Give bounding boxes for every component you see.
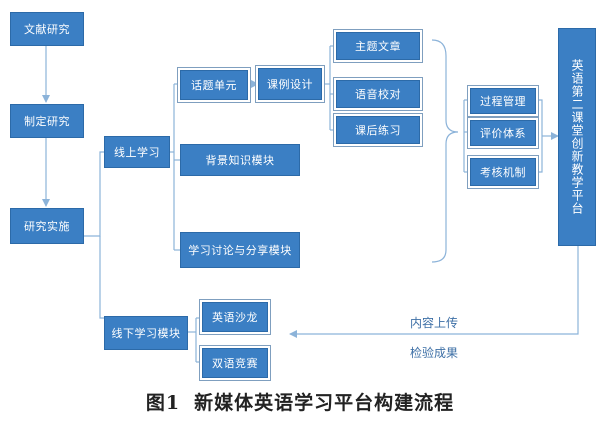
node-assessment-mechanism: 考核机制 xyxy=(470,158,536,186)
edge-mgmt-out xyxy=(536,99,543,173)
node-online-learning: 线上学习 xyxy=(104,136,170,168)
node-discussion-module: 学习讨论与分享模块 xyxy=(180,232,300,268)
node-case-design: 课例设计 xyxy=(258,68,322,100)
node-theme-article: 主题文章 xyxy=(336,32,420,60)
edge-big-bracket xyxy=(431,39,459,263)
label-test-results: 检验成果 xyxy=(410,346,459,360)
node-english-salon: 英语沙龙 xyxy=(202,302,268,332)
edge-to-offline xyxy=(99,312,104,319)
edge-platform-loop xyxy=(289,246,579,338)
node-pronunciation: 语音校对 xyxy=(336,80,420,108)
node-evaluation-system: 评价体系 xyxy=(470,120,536,146)
figure-number: 图1 xyxy=(145,392,181,414)
label-content-upload: 内容上传 xyxy=(410,316,459,330)
node-bilingual-contest: 双语竞赛 xyxy=(202,348,268,378)
node-implement-study: 研究实施 xyxy=(10,208,84,244)
node-offline-module: 线下学习模块 xyxy=(104,316,188,350)
node-topic-unit: 话题单元 xyxy=(180,70,248,100)
node-platform: 英语第二课堂创新教学平台 xyxy=(558,28,596,246)
edge-implement-to-branches xyxy=(84,151,104,237)
node-after-class-practice: 课后练习 xyxy=(336,116,420,144)
figure-caption: 图1 新媒体英语学习平台构建流程 xyxy=(0,388,600,415)
node-plan-study: 制定研究 xyxy=(10,104,84,138)
node-literature-study: 文献研究 xyxy=(10,12,84,46)
figure-title: 新媒体英语学习平台构建流程 xyxy=(194,392,455,414)
node-process-management: 过程管理 xyxy=(470,88,536,114)
node-background-module: 背景知识模块 xyxy=(180,144,300,176)
